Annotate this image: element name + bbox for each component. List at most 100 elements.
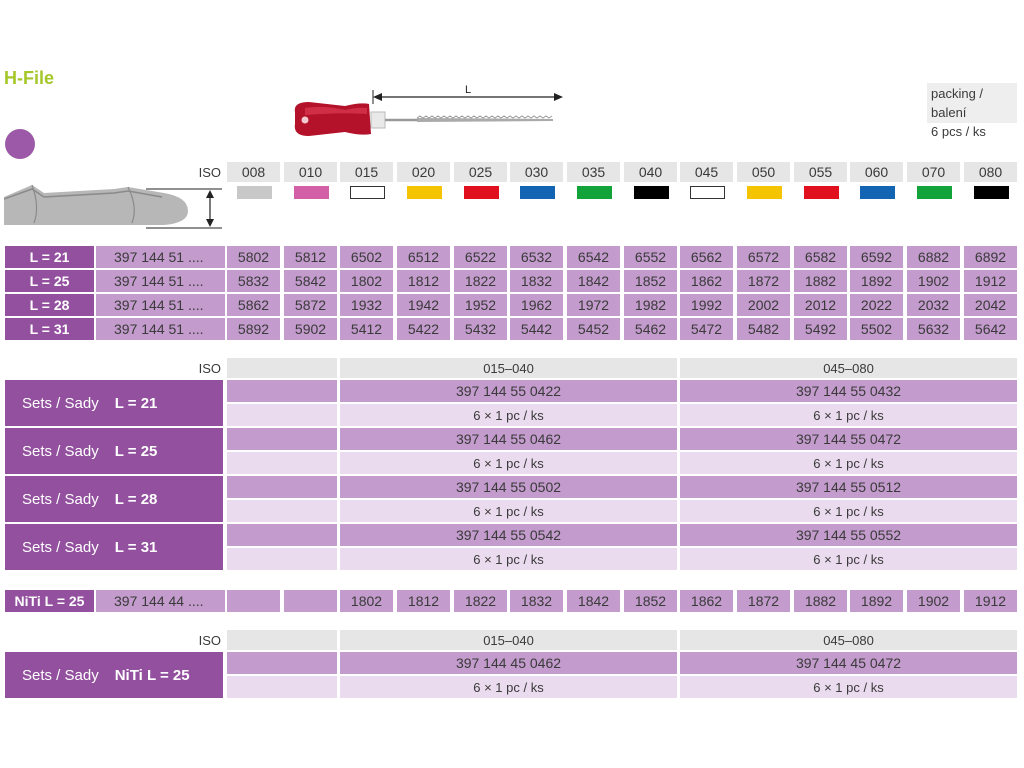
iso-size-cell: 020 <box>397 162 450 182</box>
range-header-cell: 045–080 <box>680 358 1017 378</box>
code-cell: 1962 <box>510 294 563 316</box>
color-dot <box>5 129 35 159</box>
set-length: L = 28 <box>114 490 158 508</box>
code-cell: 6512 <box>397 246 450 268</box>
code-cell: 6562 <box>680 246 733 268</box>
color-swatch <box>577 186 612 199</box>
length-label: L <box>465 84 471 96</box>
product-title: H-File <box>4 68 55 88</box>
code-cell <box>227 590 280 612</box>
code-cell: 5842 <box>284 270 337 292</box>
blank-cell <box>227 524 337 546</box>
blank-cell <box>227 428 337 450</box>
file-blade-icon <box>385 115 553 122</box>
code-cell: 2042 <box>964 294 1017 316</box>
length-label-cell: L = 21 <box>5 246 94 268</box>
code-cell: 1882 <box>794 270 847 292</box>
code-cell: 5632 <box>907 318 960 340</box>
code-cell: 2012 <box>794 294 847 316</box>
color-swatch <box>350 186 385 199</box>
set-code-cell: 397 144 55 0502 <box>340 476 677 498</box>
code-cell: 1912 <box>964 590 1017 612</box>
code-cell: 6892 <box>964 246 1017 268</box>
code-cell: 1872 <box>737 270 790 292</box>
catalog-prefix-cell: 397 144 44 .... <box>96 590 225 612</box>
set-length: NiTi L = 25 <box>114 666 190 684</box>
set-code-cell: 397 144 55 0552 <box>680 524 1017 546</box>
length-label-cell: L = 28 <box>5 294 94 316</box>
color-swatch <box>974 186 1009 199</box>
code-cell: 5432 <box>454 318 507 340</box>
code-cell: 5442 <box>510 318 563 340</box>
set-name: Sets / Sady <box>22 666 99 684</box>
iso-size-cell: 070 <box>907 162 960 182</box>
iso-size-cell: 080 <box>964 162 1017 182</box>
color-swatch <box>294 186 329 199</box>
code-cell: 1892 <box>850 590 903 612</box>
catalog-prefix-cell: 397 144 51 .... <box>96 294 225 316</box>
set-pack-cell: 6 × 1 pc / ks <box>340 500 677 522</box>
code-cell: 1832 <box>510 590 563 612</box>
iso-size-cell: 040 <box>624 162 677 182</box>
code-cell: 1912 <box>964 270 1017 292</box>
code-cell: 1982 <box>624 294 677 316</box>
code-cell: 1952 <box>454 294 507 316</box>
blank-cell <box>227 500 337 522</box>
set-pack-cell: 6 × 1 pc / ks <box>340 676 677 698</box>
code-cell: 5502 <box>850 318 903 340</box>
iso-size-cell: 008 <box>227 162 280 182</box>
catalog-prefix-cell: 397 144 51 .... <box>96 270 225 292</box>
code-cell: 1882 <box>794 590 847 612</box>
blank-cell <box>227 548 337 570</box>
iso-size-cell: 055 <box>794 162 847 182</box>
color-swatch <box>520 186 555 199</box>
code-cell: 2002 <box>737 294 790 316</box>
length-label-cell: L = 25 <box>5 270 94 292</box>
iso-size-cell: 030 <box>510 162 563 182</box>
set-code-cell: 397 144 55 0432 <box>680 380 1017 402</box>
set-length: L = 21 <box>114 394 158 412</box>
set-code-cell: 397 144 55 0472 <box>680 428 1017 450</box>
code-cell: 5832 <box>227 270 280 292</box>
code-cell: 2032 <box>907 294 960 316</box>
blank-cell <box>227 652 337 674</box>
set-pack-cell: 6 × 1 pc / ks <box>340 452 677 474</box>
set-pack-cell: 6 × 1 pc / ks <box>680 452 1017 474</box>
file-instrument-illustration: L <box>294 84 563 136</box>
set-name: Sets / Sady <box>22 538 99 556</box>
color-swatch <box>407 186 442 199</box>
iso-label: ISO <box>198 360 221 376</box>
code-cell: 6552 <box>624 246 677 268</box>
iso-label: ISO <box>198 164 221 180</box>
code-cell: 1872 <box>737 590 790 612</box>
catalog-prefix-cell: 397 144 51 .... <box>96 246 225 268</box>
code-cell: 1852 <box>624 590 677 612</box>
niti-label-cell: NiTi L = 25 <box>5 590 94 612</box>
catalog-prefix-cell: 397 144 51 .... <box>96 318 225 340</box>
code-cell: 1812 <box>397 270 450 292</box>
code-cell: 6502 <box>340 246 393 268</box>
packing-quantity: 6 pcs / ks <box>931 124 986 139</box>
code-cell: 1802 <box>340 590 393 612</box>
blank-cell <box>227 380 337 402</box>
code-cell: 5812 <box>284 246 337 268</box>
code-cell: 1822 <box>454 590 507 612</box>
color-swatch <box>237 186 272 199</box>
set-pack-cell: 6 × 1 pc / ks <box>680 676 1017 698</box>
code-cell: 5422 <box>397 318 450 340</box>
set-name: Sets / Sady <box>22 442 99 460</box>
code-cell: 1812 <box>397 590 450 612</box>
code-cell: 5642 <box>964 318 1017 340</box>
code-cell: 1822 <box>454 270 507 292</box>
range-header-cell: 015–040 <box>340 630 677 650</box>
code-cell: 6522 <box>454 246 507 268</box>
code-cell: 6882 <box>907 246 960 268</box>
code-cell: 5452 <box>567 318 620 340</box>
iso-size-cell: 060 <box>850 162 903 182</box>
set-pack-cell: 6 × 1 pc / ks <box>680 548 1017 570</box>
packing-box: packing / balení 6 pcs / ks <box>927 83 1017 139</box>
range-header-cell: 015–040 <box>340 358 677 378</box>
color-swatch <box>690 186 725 199</box>
